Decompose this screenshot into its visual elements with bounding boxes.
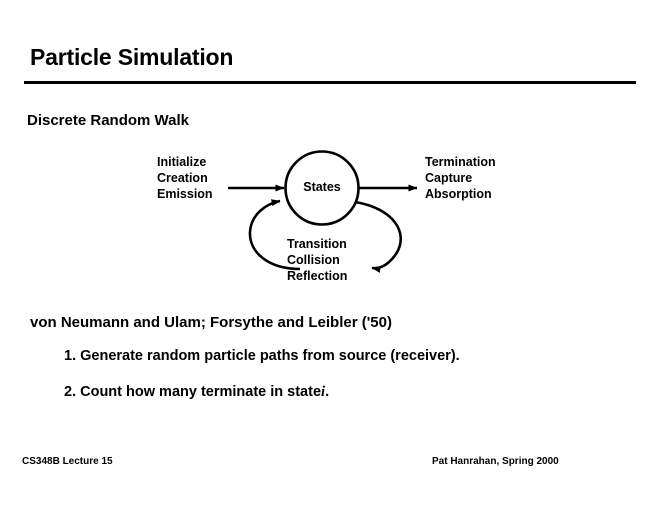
list-item-text: Generate random particle paths from sour… — [80, 348, 460, 364]
slide-subtitle: Discrete Random Walk — [27, 112, 189, 129]
input-label-line-1: Initialize — [157, 155, 207, 169]
list-item: 2. Count how many terminate in statei. — [64, 384, 329, 401]
loop-label-group: Transition Collision Reflection — [287, 236, 347, 284]
random-walk-diagram: States Initialize Creation Emission Term… — [0, 140, 660, 305]
input-label-line-2: Creation — [157, 171, 208, 185]
output-label-group: Termination Capture Absorption — [425, 154, 496, 202]
footer-lecture-label: CS348B Lecture 15 — [22, 456, 113, 467]
output-label-line-2: Capture — [425, 171, 473, 185]
diagram-graphics — [228, 150, 418, 273]
page-title: Particle Simulation — [30, 44, 234, 70]
loop-arrow-returning — [248, 199, 301, 271]
input-label-line-3: Emission — [157, 187, 213, 201]
output-label-line-3: Absorption — [425, 187, 492, 201]
input-label-group: Initialize Creation Emission — [157, 154, 213, 202]
list-item-number: 1. — [64, 348, 77, 364]
states-node-circle — [284, 150, 360, 226]
loop-label-line-3: Reflection — [287, 269, 348, 283]
title-divider — [24, 81, 636, 84]
list-item-symbol: i — [321, 384, 326, 400]
list-item: 1. Generate random particle paths from s… — [64, 348, 460, 364]
states-node-label: States — [303, 180, 341, 194]
loop-label-line-2: Collision — [287, 253, 340, 267]
list-item-number: 2. — [64, 384, 77, 400]
loop-arrow-outgoing — [354, 200, 402, 273]
footer-author-label: Pat Hanrahan, Spring 2000 — [432, 456, 559, 467]
citation-line: von Neumann and Ulam; Forsythe and Leibl… — [30, 314, 392, 331]
output-label-line-1: Termination — [425, 155, 496, 169]
loop-label-line-1: Transition — [287, 237, 347, 251]
list-item-text-suffix: . — [325, 384, 330, 400]
list-item-text: Count how many terminate in state — [80, 384, 322, 400]
